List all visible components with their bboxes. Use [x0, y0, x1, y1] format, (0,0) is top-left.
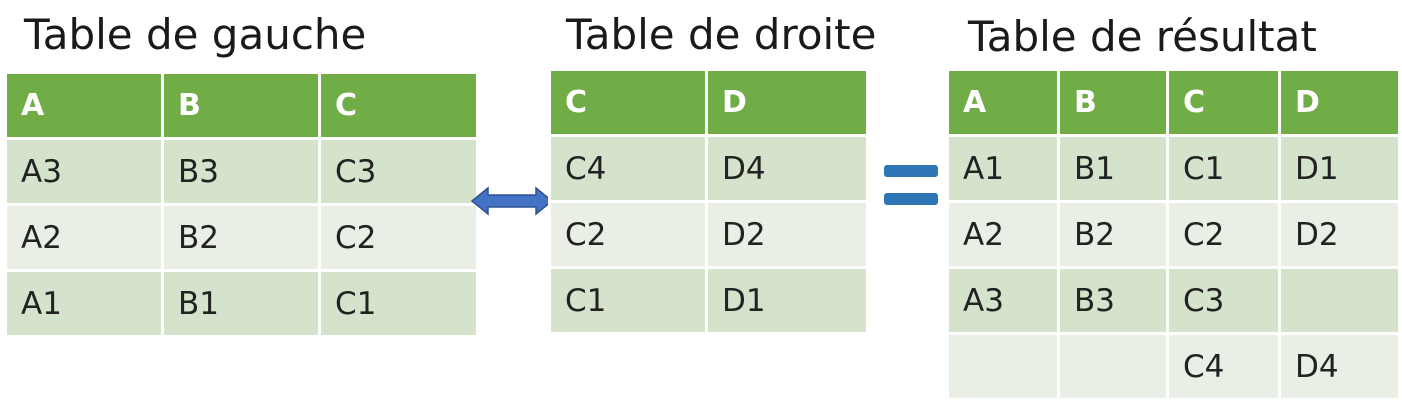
column-header-d: D: [705, 68, 869, 137]
table-cell: C2: [318, 203, 479, 272]
table-cell: C1: [1166, 134, 1281, 203]
table-cell: [1278, 266, 1401, 335]
table-cell: D1: [705, 266, 869, 335]
table-cell: [1057, 332, 1169, 401]
column-header-c: C: [1166, 68, 1281, 137]
table-cell: C1: [318, 269, 479, 338]
table-cell: A1: [946, 134, 1060, 203]
left-table: A B C A3 B3 C3 A2 B2 C2 A1 B1 C1: [4, 71, 479, 338]
header-row: A B C: [4, 71, 479, 140]
table-cell: C2: [1166, 200, 1281, 269]
result-table-title: Table de résultat: [968, 12, 1317, 61]
table-cell: D4: [1278, 332, 1401, 401]
column-header-d: D: [1278, 68, 1401, 137]
table-cell: D4: [705, 134, 869, 203]
right-table-title: Table de droite: [566, 10, 877, 59]
table-cell: C2: [548, 200, 708, 269]
right-table: C D C4 D4 C2 D2 C1 D1: [548, 68, 869, 335]
table-cell: C3: [1166, 266, 1281, 335]
table-row: C2 D2: [548, 200, 869, 269]
left-table-title: Table de gauche: [24, 10, 367, 59]
header-row: C D: [548, 68, 869, 137]
table-cell: A3: [946, 266, 1060, 335]
table-cell: A2: [4, 203, 164, 272]
table-row: A1 B1 C1 D1: [946, 134, 1401, 203]
table-cell: B3: [1057, 266, 1169, 335]
table-cell: B1: [1057, 134, 1169, 203]
table-row: A3 B3 C3: [946, 266, 1401, 335]
table-row: C4 D4: [946, 332, 1401, 401]
equals-bar-bottom: [884, 193, 938, 205]
arrow-shape: [470, 186, 554, 216]
result-table: A B C D A1 B1 C1 D1 A2 B2 C2 D2 A3 B3 C3…: [946, 68, 1401, 401]
table-cell: B2: [1057, 200, 1169, 269]
column-header-c: C: [318, 71, 479, 140]
table-cell: A2: [946, 200, 1060, 269]
header-row: A B C D: [946, 68, 1401, 137]
table-row: C1 D1: [548, 266, 869, 335]
table-cell: D2: [1278, 200, 1401, 269]
table-cell: C1: [548, 266, 708, 335]
table-row: A2 B2 C2: [4, 203, 479, 272]
table-cell: B1: [161, 269, 321, 338]
double-headed-arrow-icon: [470, 186, 554, 216]
table-cell: C3: [318, 137, 479, 206]
column-header-c: C: [548, 68, 708, 137]
table-row: A3 B3 C3: [4, 137, 479, 206]
table-cell: B2: [161, 203, 321, 272]
equals-bar-top: [884, 165, 938, 177]
table-cell: A3: [4, 137, 164, 206]
table-cell: [946, 332, 1060, 401]
table-row: A2 B2 C2 D2: [946, 200, 1401, 269]
table-cell: C4: [548, 134, 708, 203]
table-cell: C4: [1166, 332, 1281, 401]
table-cell: B3: [161, 137, 321, 206]
column-header-a: A: [946, 68, 1060, 137]
column-header-a: A: [4, 71, 164, 140]
table-cell: D2: [705, 200, 869, 269]
equals-icon: [884, 165, 938, 207]
table-cell: A1: [4, 269, 164, 338]
table-row: C4 D4: [548, 134, 869, 203]
table-row: A1 B1 C1: [4, 269, 479, 338]
column-header-b: B: [1057, 68, 1169, 137]
column-header-b: B: [161, 71, 321, 140]
table-cell: D1: [1278, 134, 1401, 203]
